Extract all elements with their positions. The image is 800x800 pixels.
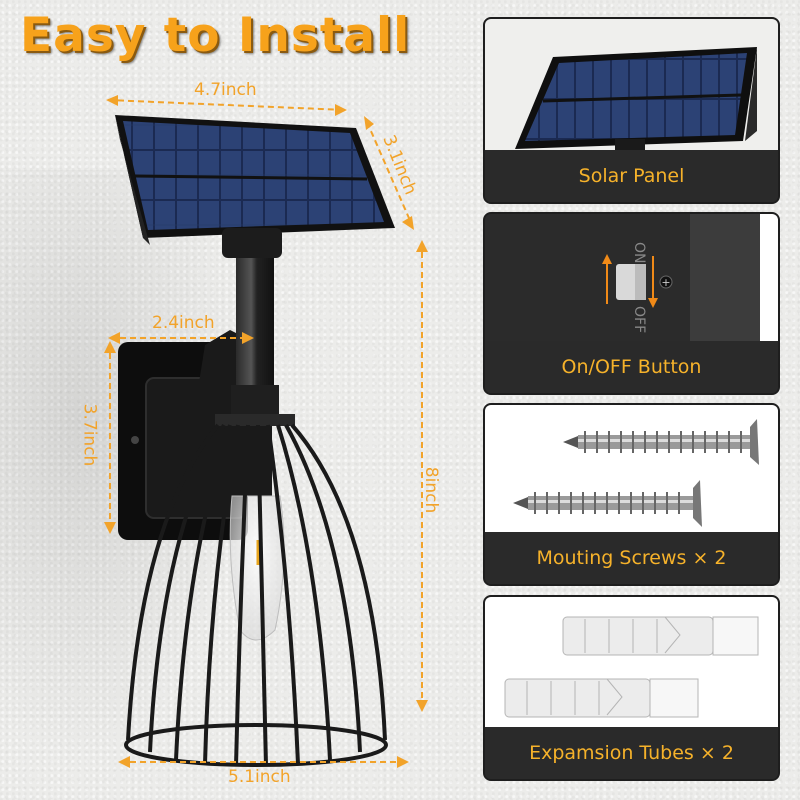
panel-on-off: + ON OFF On/OFF Button bbox=[483, 212, 780, 395]
wall-bracket bbox=[118, 330, 250, 540]
dim-total-height: 8inch bbox=[421, 466, 442, 514]
dim-bracket-height: 3.7inch bbox=[79, 403, 100, 467]
solar-panel-photo bbox=[485, 19, 778, 154]
panel-expansion-tubes: Expamsion Tubes × 2 bbox=[483, 595, 780, 781]
screw-2 bbox=[513, 480, 702, 527]
caption-solar-panel: Solar Panel bbox=[485, 150, 778, 202]
dim-cage-width: 5.1inch bbox=[228, 767, 291, 787]
screw-1 bbox=[563, 419, 759, 465]
screws-photo bbox=[485, 405, 778, 536]
switch-off-label: OFF bbox=[631, 306, 647, 333]
tube-1 bbox=[562, 616, 759, 656]
panel-solar: Solar Panel bbox=[483, 17, 780, 204]
panel-screws: Mouting Screws × 2 bbox=[483, 403, 780, 586]
caption-expansion-tubes: Expamsion Tubes × 2 bbox=[485, 727, 778, 779]
caption-mounting-screws: Mouting Screws × 2 bbox=[485, 532, 778, 584]
dim-bracket-width: 2.4inch bbox=[152, 313, 215, 333]
wire-cage bbox=[124, 423, 388, 767]
tubes-photo bbox=[485, 597, 778, 731]
solar-panel-main bbox=[115, 115, 395, 245]
switch-on-label: ON bbox=[631, 242, 647, 264]
svg-text:+: + bbox=[661, 276, 670, 289]
tube-2 bbox=[504, 678, 699, 718]
solar-lamp-illustration bbox=[115, 115, 395, 767]
headline: Easy to Install bbox=[20, 8, 411, 63]
caption-on-off-button: On/OFF Button bbox=[485, 341, 778, 393]
switch-photo: + ON OFF bbox=[485, 214, 778, 345]
dim-panel-width: 4.7inch bbox=[194, 80, 257, 100]
